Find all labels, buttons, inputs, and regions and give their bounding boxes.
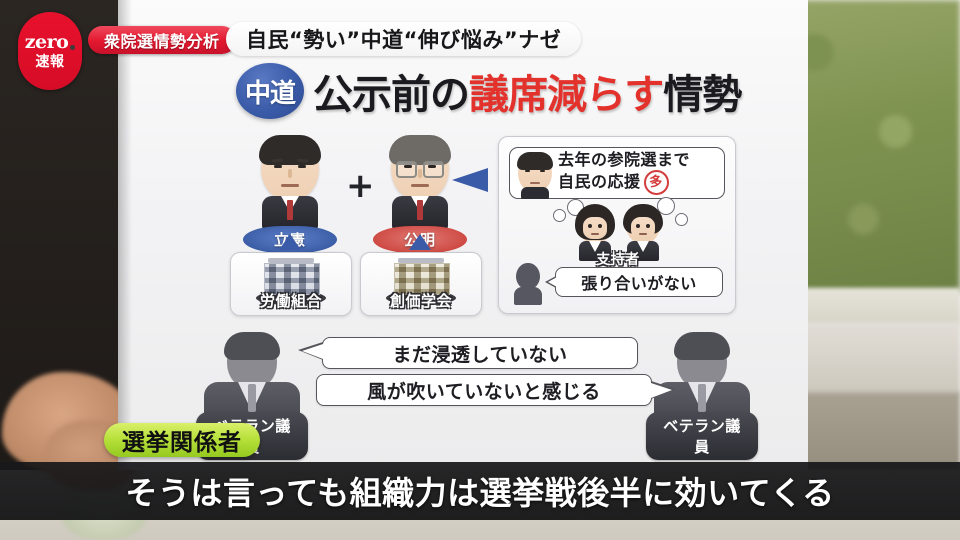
building-icon	[386, 258, 456, 305]
veteran-quote-1-text: まだ浸透していない	[392, 343, 568, 366]
hair	[517, 152, 553, 170]
organization-box-sokagakkai: 創価学会	[360, 252, 482, 316]
headline-strip: 自民“勢い”中道“伸び悩み”ナゼ	[226, 22, 582, 56]
suit-body	[262, 196, 318, 230]
hair	[259, 135, 321, 165]
supporter-figure-male	[621, 204, 665, 261]
supporter-silhouette-icon	[511, 263, 545, 305]
thought-bubble-dot	[553, 209, 566, 222]
body	[579, 241, 611, 261]
supporters-label: 支持者	[596, 252, 640, 268]
suit-body	[392, 196, 448, 230]
necktie	[287, 200, 293, 220]
up-arrow-icon-right	[409, 234, 431, 250]
eye-left	[274, 165, 282, 168]
source-badge: 選挙関係者	[104, 423, 260, 457]
eye-left	[636, 224, 640, 228]
shirt-collar	[637, 241, 649, 252]
building-icon	[256, 258, 326, 305]
channel-logo: zero 速報	[18, 12, 82, 90]
necktie	[698, 384, 706, 412]
hair	[674, 332, 730, 360]
up-arrow-icon-left	[279, 234, 301, 250]
veteran-face-icon	[674, 332, 730, 388]
suit-body	[521, 187, 549, 199]
quantity-badge: 多	[643, 169, 669, 195]
organization-label-sokagakkai: 創価学会	[389, 292, 452, 310]
eye-left	[525, 170, 530, 172]
source-label: 選挙関係者	[122, 430, 242, 456]
mouth	[281, 184, 299, 187]
support-note-line1: 去年の参院選まで	[558, 150, 691, 170]
eye-right	[646, 224, 650, 228]
thought-bubble-dot	[657, 197, 675, 215]
hair	[224, 332, 280, 360]
eye-right	[298, 165, 306, 168]
mouth	[530, 182, 540, 184]
title-badge-label: 中道	[244, 78, 296, 109]
silhouette-head	[516, 263, 540, 289]
title-text: 公示前の議席減らす情勢	[313, 62, 742, 120]
veteran-quote-1: まだ浸透していない	[298, 337, 638, 369]
veteran-quote-2-text: 風が吹いていないと感じる	[367, 380, 601, 403]
veteran-label-right: ベテラン議員	[646, 412, 758, 460]
nose	[288, 169, 292, 178]
supporter-panel: 去年の参院選まで 自民の応援 多	[498, 136, 736, 314]
title-part-3: 情勢	[663, 72, 742, 118]
necktie	[248, 384, 256, 412]
support-note-text: 去年の参院選まで 自民の応援 多	[558, 150, 691, 195]
nose	[418, 169, 422, 178]
organization-label-union: 労働組合	[259, 292, 322, 310]
politician-face-icon-small	[517, 152, 553, 199]
veteran-quote-2: 風が吹いていないと感じる	[316, 374, 676, 406]
eye-left	[404, 165, 412, 168]
building-roof	[398, 258, 444, 263]
organization-box-union: 労働組合	[230, 252, 352, 316]
silhouette-body	[514, 287, 542, 305]
mouth	[639, 233, 647, 235]
category-label: 衆院選情勢分析	[104, 32, 220, 51]
subtitle-text: そうは言っても組織力は選挙戦後半に効いてくる	[125, 474, 835, 512]
eye-right	[598, 224, 602, 228]
headline-text: 自民“勢い”中道“伸び悩み”ナゼ	[246, 28, 562, 52]
eye-right	[428, 165, 436, 168]
politician-face-icon	[389, 135, 451, 200]
left-arrow-icon	[452, 168, 488, 192]
shirt-collar	[589, 241, 601, 252]
supporters-group: 支持者	[545, 197, 691, 268]
subtitle-bar: そうは言っても組織力は選挙戦後半に効いてくる	[0, 462, 960, 520]
panel-edge-shadow	[118, 0, 132, 470]
veteran-face-icon	[224, 332, 280, 388]
supporter-quote-text: 張り合いがない	[581, 274, 697, 293]
plus-sign: +	[346, 166, 375, 206]
hair	[389, 135, 451, 165]
supporter-quote-bubble: 張り合いがない	[545, 267, 723, 297]
main-title: 中道 公示前の議席減らす情勢	[236, 62, 742, 120]
support-note-line2: 自民の応援	[558, 172, 641, 191]
building-body	[394, 263, 450, 295]
supporter-figure-female	[573, 204, 617, 261]
face	[583, 217, 607, 239]
supporter-face-icon	[575, 204, 615, 243]
thought-bubble-dot	[675, 213, 688, 226]
support-note-bubble: 去年の参院選まで 自民の応援 多	[509, 147, 725, 199]
breaking-news-label: 速報	[35, 54, 65, 70]
mouth	[411, 184, 429, 187]
mouth	[591, 233, 599, 235]
title-part-1: 公示前の	[313, 72, 470, 118]
building-roof	[268, 258, 314, 263]
category-badge: 衆院選情勢分析	[88, 26, 236, 54]
body	[627, 241, 659, 261]
logo-text: zero	[25, 33, 76, 52]
politician-face-icon	[259, 135, 321, 200]
eye-left	[588, 224, 592, 228]
building-body	[264, 263, 320, 295]
necktie	[417, 200, 423, 220]
title-badge: 中道	[236, 63, 304, 119]
title-part-highlight: 議席減らす	[469, 72, 664, 118]
party-figure-rikken: 立憲	[242, 135, 338, 253]
face	[631, 217, 655, 239]
supporter-face-icon	[623, 204, 663, 243]
eye-right	[540, 170, 545, 172]
